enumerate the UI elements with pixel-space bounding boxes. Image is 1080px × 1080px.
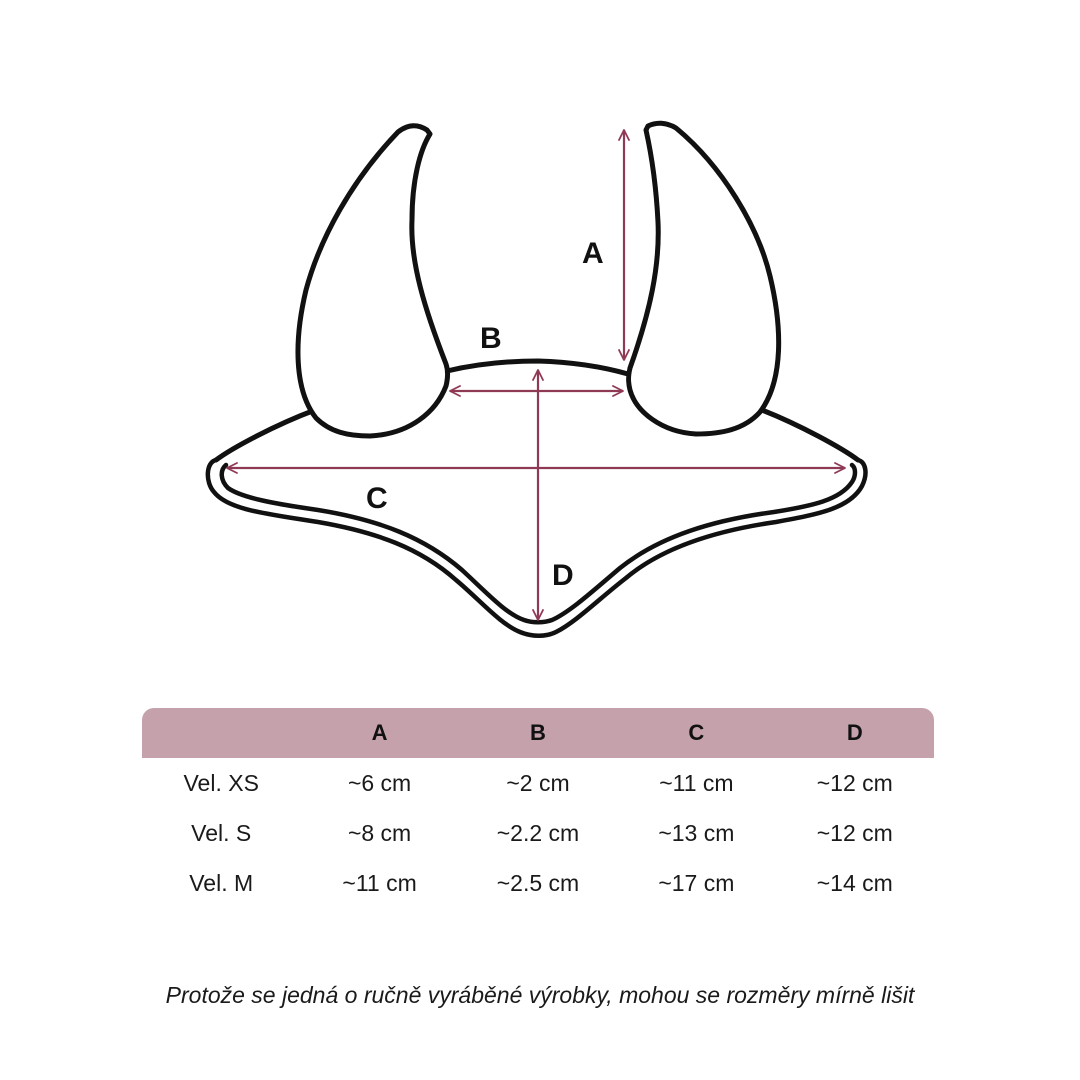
size-cell: Vel. M [189, 869, 254, 896]
value-cell-d: ~12 cm [816, 769, 893, 796]
table-row: Vel. S ~8 cm ~2.2 cm ~13 cm ~12 cm [142, 808, 934, 858]
value-cell-c: ~11 cm [659, 769, 734, 796]
left-ear [295, 123, 450, 439]
value-cell-c: ~17 cm [658, 869, 735, 896]
header-cell-a: A [300, 708, 459, 758]
header-cell-b: B [458, 708, 618, 758]
header-cell-d: D [775, 708, 934, 758]
size-cell: Vel. S [191, 819, 252, 846]
size-table-header: A B C D [142, 708, 934, 758]
value-cell-a: ~8 cm [347, 819, 412, 846]
value-cell-d: ~12 cm [816, 819, 893, 846]
label-b: B [480, 322, 502, 355]
dimension-lines [226, 129, 846, 621]
bonnet-rim [205, 457, 868, 638]
label-a: A [582, 237, 604, 270]
value-cell-a: ~11 cm [342, 869, 417, 896]
right-ear [626, 120, 782, 437]
ear-bonnet-diagram: A B C D [205, 120, 868, 638]
label-d: D [552, 559, 574, 592]
header-cell-c: C [617, 708, 776, 758]
value-cell-a: ~6 cm [347, 769, 412, 796]
header-cell-size [142, 708, 301, 758]
value-cell-b: ~2.5 cm [496, 869, 580, 896]
table-row: Vel. M ~11 cm ~2.5 cm ~17 cm ~14 cm [142, 858, 934, 908]
value-cell-c: ~13 cm [658, 819, 735, 846]
value-cell-b: ~2.2 cm [496, 819, 580, 846]
size-table: A B C D Vel. XS ~6 cm ~2 cm ~11 cm ~12 c… [142, 708, 934, 908]
bonnet-outline [213, 358, 861, 463]
size-cell: Vel. XS [183, 769, 259, 796]
handmade-disclaimer: Protože se jedná o ručně vyráběné výrobk… [165, 982, 915, 1008]
value-cell-b: ~2 cm [506, 769, 570, 796]
value-cell-d: ~14 cm [816, 869, 893, 896]
label-c: C [366, 482, 388, 515]
table-row: Vel. XS ~6 cm ~2 cm ~11 cm ~12 cm [142, 758, 934, 808]
